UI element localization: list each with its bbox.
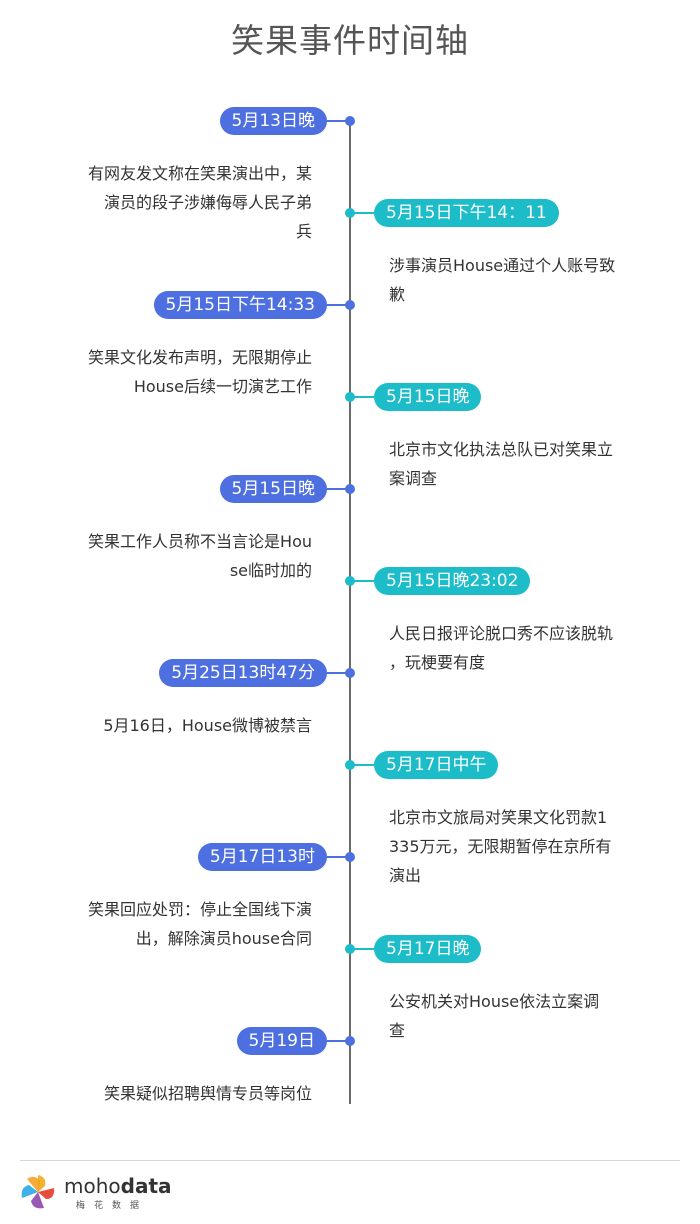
- event-description-line: 笑果回应处罚：停止全国线下演: [87, 900, 312, 919]
- event-description: 笑果工作人员称不当言论是Hou se临时加的: [40, 527, 312, 585]
- event-description: 北京市文旅局对笑果文化罚款1 335万元，无限期暂停在京所有演出: [389, 803, 651, 890]
- event-description: 北京市文化执法总队已对笑果立案调查: [389, 435, 651, 493]
- event-description: 笑果回应处罚：停止全国线下演出，解除演员house合同: [40, 895, 312, 953]
- event-dot: [345, 1036, 355, 1046]
- pinwheel-logo-icon: [21, 1175, 55, 1209]
- event-dot: [345, 760, 355, 770]
- event-dot: [345, 576, 355, 586]
- event-description-line: 公安机关对House依法立案调: [389, 992, 600, 1011]
- event-dot: [345, 668, 355, 678]
- event-dot: [345, 852, 355, 862]
- event-connector: [350, 580, 380, 582]
- event-connector: [350, 948, 380, 950]
- event-connector: [320, 304, 350, 306]
- event-connector: [320, 856, 350, 858]
- event-description: 笑果文化发布声明，无限期停止 House后续一切演艺工作: [40, 343, 312, 401]
- page-title: 笑果事件时间轴: [231, 21, 469, 60]
- event-time-badge: 5月15日晚23:02: [374, 567, 531, 595]
- event-description-line: 涉事演员House通过个人账号致: [389, 256, 616, 275]
- event-description-line: 5月16日，House微博被禁言: [103, 716, 312, 735]
- event-description: 人民日报评论脱口秀不应该脱轨 ，玩梗要有度: [389, 619, 651, 677]
- event-description-line: 演员的段子涉嫌侮辱人民子弟: [103, 193, 312, 212]
- event-connector: [350, 396, 380, 398]
- event-description-line: House后续一切演艺工作: [133, 377, 312, 396]
- event-description: 有网友发文称在笑果演出中，某演员的段子涉嫌侮辱人民子弟兵: [40, 159, 312, 246]
- event-description-line: 有网友发文称在笑果演出中，某: [87, 164, 312, 183]
- event-time-badge: 5月15日下午14：11: [374, 199, 559, 227]
- brand-subtitle: 梅花数据: [76, 1201, 149, 1211]
- event-connector: [320, 120, 350, 122]
- event-connector: [320, 488, 350, 490]
- event-description-line: 出，解除演员house合同: [135, 929, 312, 948]
- event-connector: [320, 1040, 350, 1042]
- event-time-badge: 5月17日13时: [197, 843, 327, 871]
- event-time-badge: 5月15日晚: [219, 475, 327, 503]
- event-dot: [345, 300, 355, 310]
- event-description: 笑果疑似招聘舆情专员等岗位: [40, 1079, 312, 1108]
- event-time-badge: 5月15日晚: [374, 383, 482, 411]
- event-time-badge: 5月25日13时47分: [159, 659, 327, 687]
- event-dot: [345, 392, 355, 402]
- event-description-line: 笑果疑似招聘舆情专员等岗位: [103, 1084, 312, 1103]
- event-description-line: 歉: [389, 285, 406, 304]
- event-connector: [350, 764, 380, 766]
- event-description-line: 案调查: [389, 469, 438, 488]
- event-description-line: 北京市文旅局对笑果文化罚款1: [389, 808, 608, 827]
- event-time-badge: 5月17日中午: [374, 751, 499, 779]
- event-description: 涉事演员House通过个人账号致歉: [389, 251, 651, 309]
- event-description-line: ，玩梗要有度: [389, 653, 486, 672]
- event-description-line: 335万元，无限期暂停在京所有: [389, 837, 612, 856]
- event-dot: [345, 208, 355, 218]
- event-description-line: 北京市文化执法总队已对笑果立: [389, 440, 614, 459]
- timeline-axis: [349, 120, 351, 1104]
- event-description: 公安机关对House依法立案调查: [389, 987, 651, 1045]
- event-time-badge: 5月19日: [236, 1027, 327, 1055]
- event-time-badge: 5月15日下午14:33: [153, 291, 327, 319]
- brand-name: mohodata: [64, 1174, 172, 1198]
- event-description-line: 笑果工作人员称不当言论是Hou: [88, 532, 312, 551]
- event-connector: [350, 212, 380, 214]
- event-connector: [320, 672, 350, 674]
- event-time-badge: 5月13日晚: [219, 107, 327, 135]
- event-description-line: se临时加的: [229, 561, 312, 580]
- event-description: 5月16日，House微博被禁言: [40, 711, 312, 740]
- event-dot: [345, 116, 355, 126]
- event-dot: [345, 944, 355, 954]
- footer-divider: [20, 1160, 680, 1161]
- event-description-line: 兵: [295, 222, 312, 241]
- event-time-badge: 5月17日晚: [374, 935, 482, 963]
- event-description-line: 人民日报评论脱口秀不应该脱轨: [389, 624, 614, 643]
- event-description-line: 笑果文化发布声明，无限期停止: [87, 348, 312, 367]
- event-description-line: 查: [389, 1021, 406, 1040]
- event-dot: [345, 484, 355, 494]
- event-description-line: 演出: [389, 866, 422, 885]
